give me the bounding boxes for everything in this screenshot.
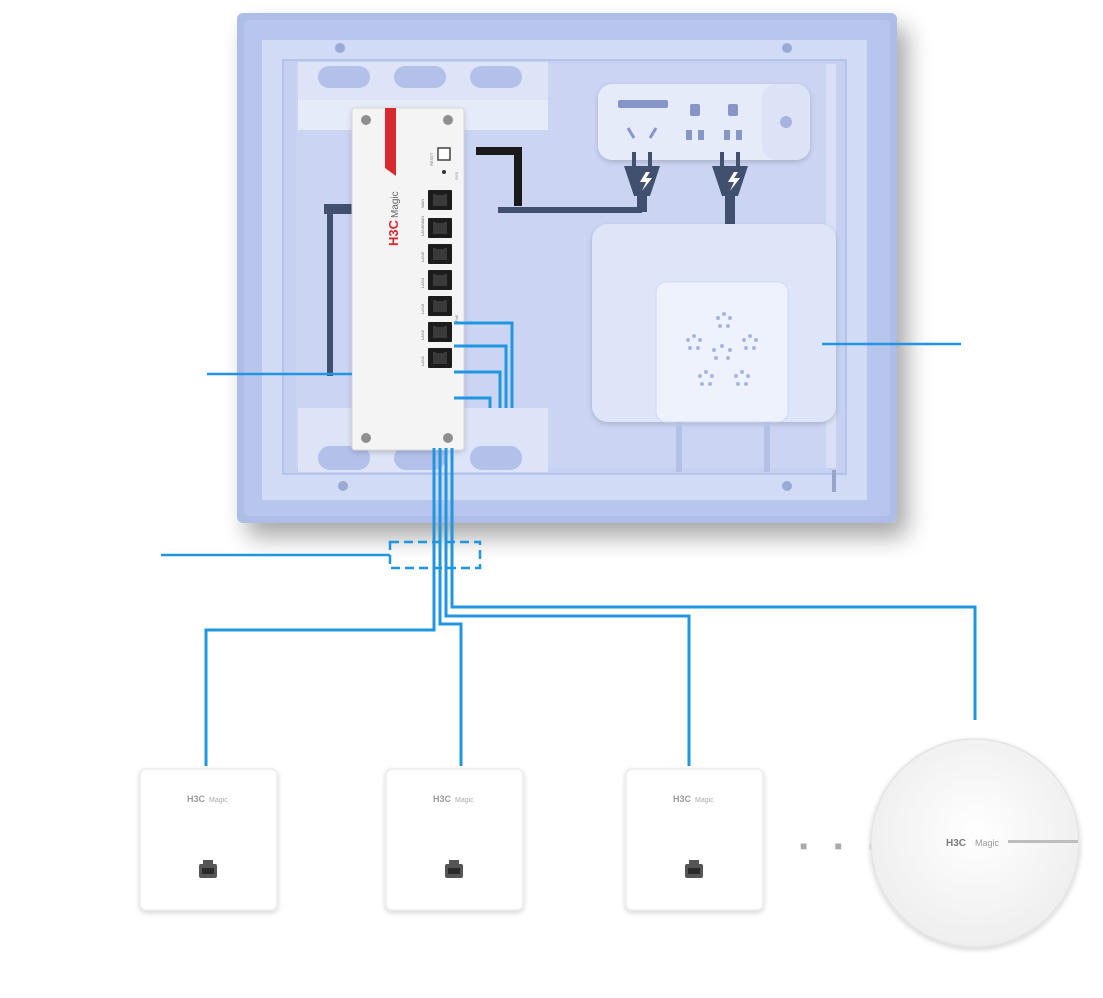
screw-icon (782, 43, 792, 53)
panel-logo: H3C (187, 794, 206, 804)
port-label: LAN2 (420, 329, 425, 340)
panel-logo: H3C (433, 794, 452, 804)
power-plug-icon (712, 152, 748, 226)
ethernet-port: LAN2 (420, 322, 452, 342)
power-outlet-icon (618, 100, 668, 139)
ceiling-ap-light-bar (1008, 840, 1078, 843)
ethernet-port: WAN (420, 190, 452, 210)
more-devices-ellipsis: ■ ■ ■ (800, 839, 888, 853)
power-strip (598, 84, 810, 160)
panel-logo: H3C (673, 794, 692, 804)
port-label: WAN (420, 199, 425, 208)
status-led (442, 170, 446, 174)
power-outlet-icon (686, 104, 704, 140)
panel-logo-suffix: Magic (455, 797, 474, 804)
port-label: LAN4 (420, 277, 425, 288)
ethernet-port: LAN6/WAN (420, 216, 452, 238)
led-label: SYS (454, 172, 459, 180)
screw-icon (338, 481, 348, 491)
panel-logo-suffix: Magic (209, 797, 228, 804)
port-label: LAN5 (420, 251, 425, 262)
port-label: LAN1 (420, 355, 425, 366)
ethernet-port-icon (445, 860, 463, 878)
ceiling-ap: H3C Magic (870, 738, 1080, 948)
screw-icon (782, 481, 792, 491)
ceiling-ap-logo-suffix: Magic (975, 838, 1000, 848)
reset-label: RESET (429, 152, 434, 166)
callout-lines (161, 342, 961, 557)
router-accent-stripe (385, 108, 396, 176)
power-cable-black (476, 147, 522, 206)
router: H3C Magic RESET SYS WAN LAN6/WAN LAN5LAN4L… (351, 107, 465, 451)
port-label: LAN3 (420, 303, 425, 314)
ethernet-port: LAN3 (420, 296, 452, 316)
ethernet-port-icon (199, 860, 217, 878)
screw-icon (443, 433, 453, 443)
router-logo-suffix: Magic (390, 191, 401, 218)
ceiling-ap-logo: H3C (946, 838, 966, 849)
screw-icon (361, 433, 371, 443)
ethernet-port: LAN4 (420, 270, 452, 290)
screw-icon (443, 115, 453, 125)
router-logo: H3C (386, 219, 401, 246)
network-cables (204, 321, 977, 766)
reset-button (437, 147, 451, 161)
screw-icon (335, 43, 345, 53)
panel-logo-suffix: Magic (695, 797, 714, 804)
power-plug-icon (624, 152, 660, 212)
screw-icon (361, 115, 371, 125)
ethernet-port-icon (685, 860, 703, 878)
poe-label: PoE (454, 314, 459, 322)
port-label: LAN6/WAN (420, 216, 425, 236)
vent-holes (686, 312, 758, 386)
ethernet-port: LAN1 (420, 348, 452, 368)
optical-modem (592, 224, 836, 472)
power-outlet-icon (724, 104, 742, 140)
power-cable (327, 207, 645, 376)
ethernet-port: LAN5 (420, 244, 452, 264)
